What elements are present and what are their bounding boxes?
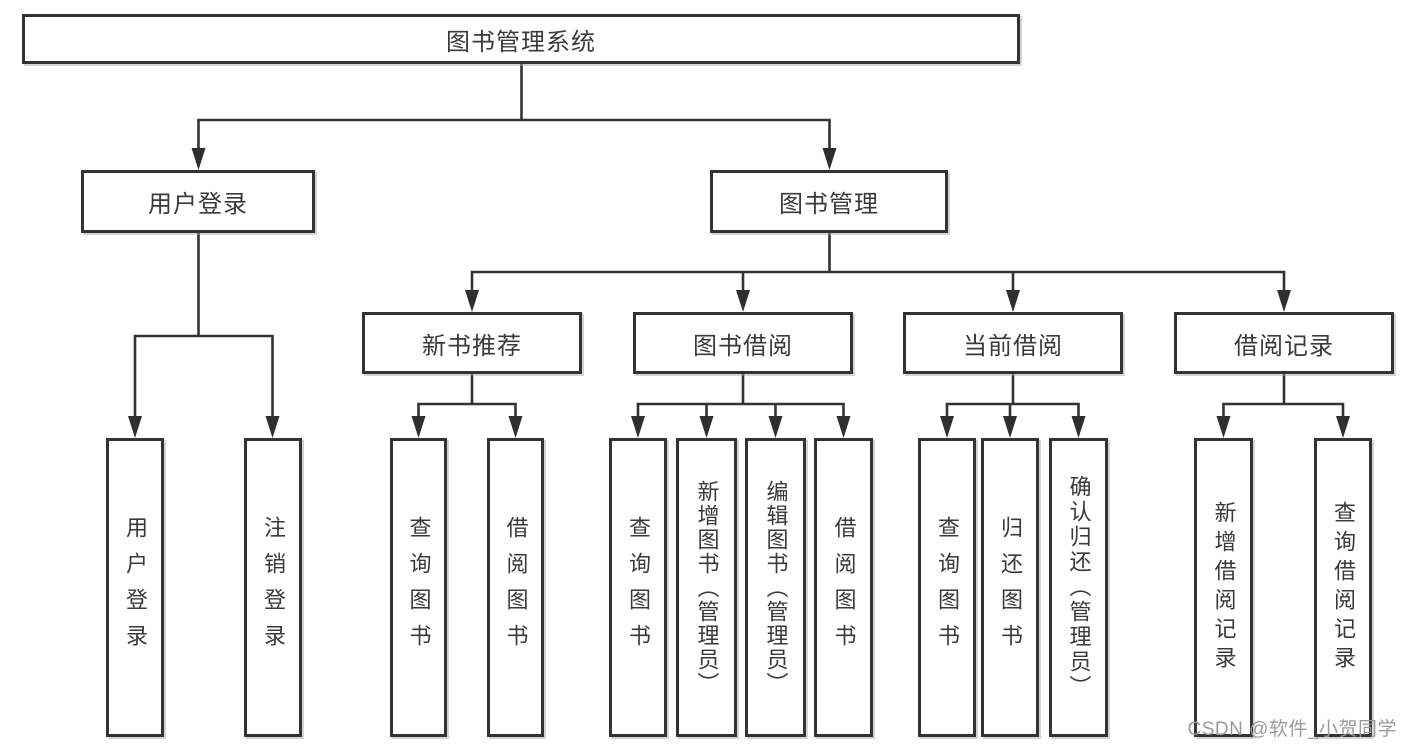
leaf-query-books-2-label: 查询图书 [626,515,651,660]
leaf-return-books: 归还图书 [981,438,1039,737]
csdn-watermark: CSDN @软件_小贺同学 [1187,719,1397,740]
leaf-borrow-books-2-label: 借阅图书 [831,515,857,660]
node-current-borrowing: 当前借阅 [903,312,1123,374]
leaf-return-books-label: 归还图书 [998,515,1023,660]
leaf-user-login-label: 用户登录 [123,515,148,660]
node-book-borrowing: 图书借阅 [633,312,853,374]
leaf-query-books-3: 查询图书 [918,438,976,737]
node-book-borrowing-label: 图书借阅 [693,332,793,360]
leaf-query-books-1-label: 查询图书 [406,515,432,660]
leaf-query-books-1: 查询图书 [390,438,447,737]
leaf-user-login: 用户登录 [106,438,164,737]
node-book-management: 图书管理 [710,170,948,233]
leaf-add-borrow-record: 新增借阅记录 [1194,438,1253,737]
leaf-logout: 注销登录 [244,438,302,737]
node-borrowing-records-label: 借阅记录 [1234,332,1334,360]
leaf-edit-books-admin-label: 编辑图书（管理员） [763,479,789,696]
node-new-book-recommend: 新书推荐 [362,312,582,374]
node-root-label: 图书管理系统 [446,28,596,56]
node-borrowing-records: 借阅记录 [1174,312,1394,374]
leaf-borrow-books-1: 借阅图书 [487,438,544,737]
leaf-query-books-3-label: 查询图书 [935,515,960,660]
leaf-add-books-admin: 新增图书（管理员） [676,438,737,737]
leaf-borrow-books-2: 借阅图书 [814,438,873,737]
leaf-confirm-return-admin: 确认归还（管理员） [1049,438,1108,737]
leaf-query-borrow-record-label: 查询借阅记录 [1331,500,1356,675]
leaf-logout-label: 注销登录 [261,515,286,660]
leaf-query-borrow-record: 查询借阅记录 [1314,438,1372,737]
leaf-confirm-return-admin-label: 确认归还（管理员） [1066,475,1092,700]
node-user-login-label: 用户登录 [148,191,248,218]
leaf-add-books-admin-label: 新增图书（管理员） [694,479,720,696]
leaf-add-borrow-record-label: 新增借阅记录 [1211,500,1237,675]
node-root: 图书管理系统 [22,14,1020,64]
node-current-borrowing-label: 当前借阅 [963,332,1063,360]
leaf-query-books-2: 查询图书 [609,438,667,737]
leaf-borrow-books-1-label: 借阅图书 [503,515,529,660]
node-new-book-recommend-label: 新书推荐 [422,332,522,360]
node-book-management-label: 图书管理 [779,191,879,218]
leaf-edit-books-admin: 编辑图书（管理员） [745,438,806,737]
node-user-login: 用户登录 [81,170,315,233]
